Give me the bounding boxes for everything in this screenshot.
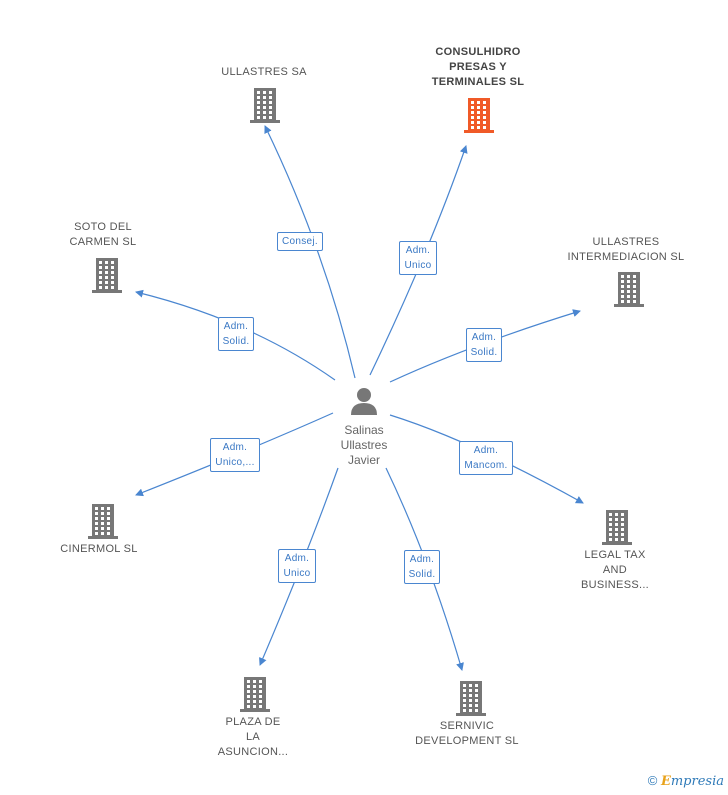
copyright-symbol: © bbox=[647, 773, 658, 788]
building-icon[interactable] bbox=[86, 502, 120, 540]
company-label-plaza-asuncion[interactable]: PLAZA DE LA ASUNCION... bbox=[218, 715, 289, 760]
edge-label-soto-del-carmen[interactable]: Adm. Solid. bbox=[217, 317, 255, 351]
person-name-line: Salinas bbox=[344, 423, 384, 437]
edge-label-legal-tax[interactable]: Adm. Mancom. bbox=[459, 441, 513, 475]
company-label-line: TERMINALES SL bbox=[431, 76, 525, 88]
person-name-line: Ullastres bbox=[340, 438, 388, 452]
company-label-soto-del-carmen[interactable]: SOTO DEL CARMEN SL bbox=[70, 220, 137, 250]
company-label-line: BUSINESS... bbox=[580, 579, 650, 591]
building-icon[interactable] bbox=[90, 256, 124, 294]
company-label-line: LEGAL TAX bbox=[584, 549, 646, 561]
company-label-line: LA bbox=[245, 731, 261, 743]
company-label-line: SOTO DEL bbox=[74, 221, 132, 233]
building-icon[interactable] bbox=[600, 508, 634, 546]
person-icon[interactable] bbox=[349, 386, 379, 416]
edge-label-ullastres-intermediacion[interactable]: Adm. Solid. bbox=[465, 328, 503, 362]
company-label-line: INTERMEDIACION SL bbox=[567, 251, 685, 263]
company-label-line: PRESAS Y bbox=[449, 61, 507, 73]
company-label-line: DEVELOPMENT SL bbox=[415, 735, 519, 747]
edge-label-cinermol[interactable]: Adm. Unico,... bbox=[210, 438, 260, 472]
company-label-consulhidro[interactable]: CONSULHIDRO PRESAS Y TERMINALES SL bbox=[432, 45, 525, 90]
edge-label-consulhidro[interactable]: Adm. Unico bbox=[399, 241, 437, 275]
company-label-ullastres-sa[interactable]: ULLASTRES SA bbox=[221, 65, 307, 80]
edge-label-ullastres-sa[interactable]: Consej. bbox=[276, 231, 323, 251]
company-label-legal-tax[interactable]: LEGAL TAX AND BUSINESS... bbox=[581, 548, 649, 593]
building-icon[interactable] bbox=[248, 86, 282, 124]
building-icon[interactable] bbox=[454, 679, 488, 717]
edge-label-servivic[interactable]: Adm. Solid. bbox=[403, 550, 441, 584]
building-icon[interactable] bbox=[238, 675, 272, 713]
company-label-line: PLAZA DE bbox=[225, 716, 281, 728]
brand-logo: Empresia bbox=[660, 774, 724, 789]
person-name-line: Javier bbox=[347, 453, 380, 467]
edge-label-plaza-asuncion[interactable]: Adm. Unico bbox=[278, 549, 316, 583]
building-icon[interactable] bbox=[462, 96, 496, 134]
company-label-ullastres-intermediacion[interactable]: ULLASTRES INTERMEDIACION SL bbox=[568, 235, 685, 265]
company-label-line: CARMEN SL bbox=[69, 236, 137, 248]
company-label-line: AND bbox=[602, 564, 628, 576]
company-label-line: ASUNCION... bbox=[217, 746, 289, 758]
company-label-cinermol[interactable]: CINERMOL SL bbox=[60, 542, 137, 557]
company-label-servivic[interactable]: SERNIVIC DEVELOPMENT SL bbox=[415, 719, 519, 749]
footer-brand: © Empresia bbox=[648, 773, 724, 789]
company-label-line: SERNIVIC bbox=[439, 720, 495, 732]
edge-ullastres-sa bbox=[264, 125, 356, 379]
building-icon[interactable] bbox=[612, 270, 646, 308]
company-label-line: ULLASTRES bbox=[592, 236, 660, 248]
company-label-line: CONSULHIDRO bbox=[435, 46, 521, 58]
company-label-line: ULLASTRES SA bbox=[221, 66, 307, 78]
company-label-line: CINERMOL SL bbox=[60, 543, 138, 555]
